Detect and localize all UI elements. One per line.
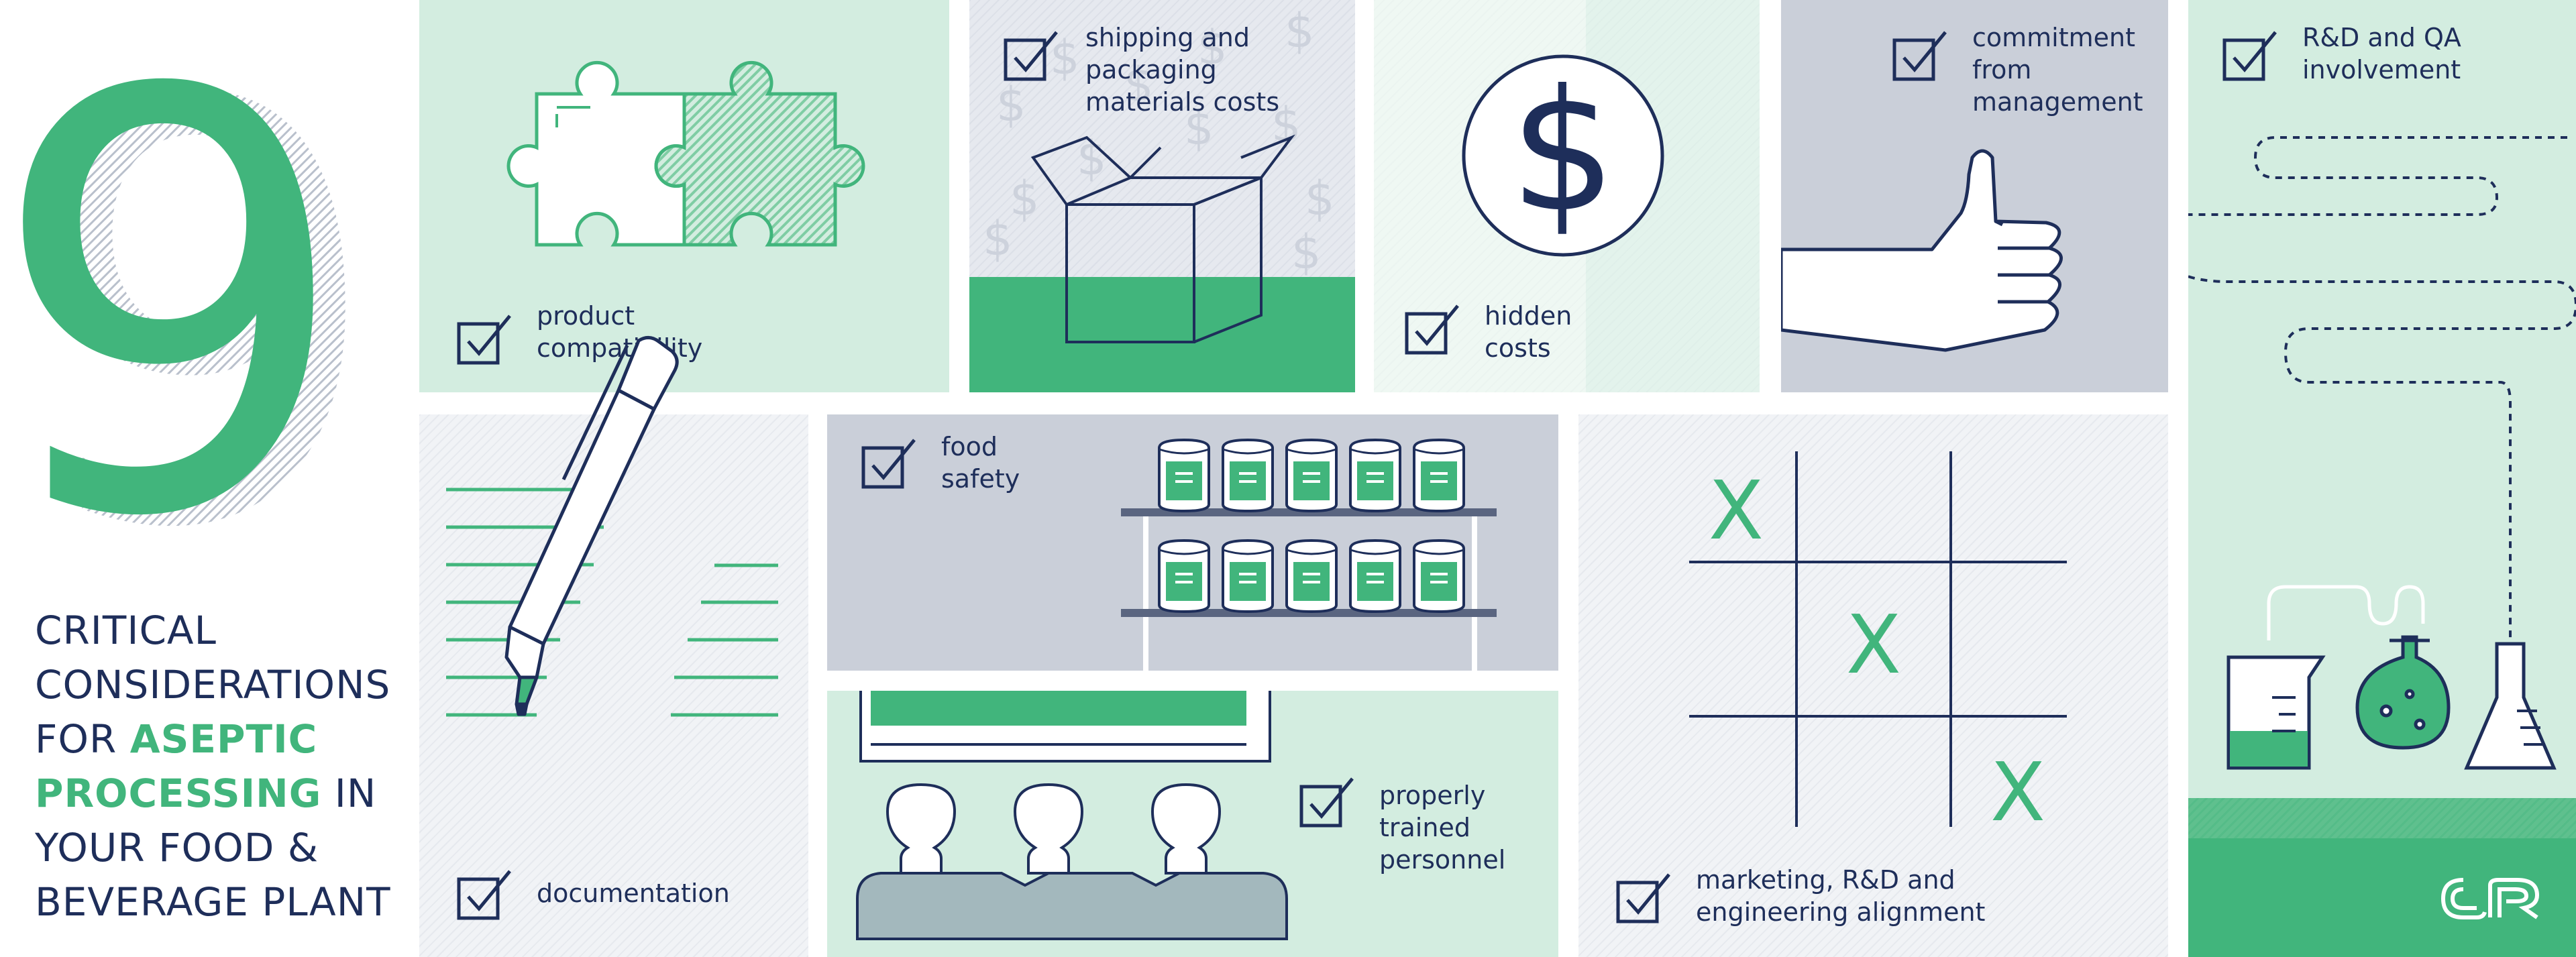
svg-text:$: $ [1509,54,1616,249]
can-icon [1285,438,1338,513]
label-documentation: documentation [537,879,730,908]
svg-text:$: $ [1010,171,1040,226]
svg-text:$: $ [1291,225,1322,280]
can-icon [1158,539,1210,614]
ttt-mark-3: X [1990,746,2045,840]
svg-text:$: $ [1197,20,1228,75]
dollar-icon: $ [1462,54,1664,257]
cans-shelf-icon [1121,438,1497,671]
tic-tac-toe-icon: X X X [1689,451,2067,840]
can-icon [1158,438,1210,513]
can-icon [1413,438,1465,513]
hero-number: 9 9 [0,0,402,537]
can-icon [1222,539,1274,614]
svg-text:$: $ [1050,30,1080,85]
hero-number-shadow: 9 [19,0,386,537]
crb-logo: crb [2440,878,2540,925]
svg-text:crb: crb [2493,923,2494,925]
tile-documentation [419,414,808,957]
svg-text:$: $ [996,77,1026,132]
lab-floor [2188,838,2576,957]
svg-text:$: $ [1285,3,1315,58]
puzzle-icon [506,60,865,247]
svg-text:$: $ [983,211,1013,266]
people-icon [856,691,1288,940]
svg-text:$: $ [1184,101,1214,156]
svg-text:$: $ [1124,57,1154,112]
dollar-pattern: $$$$ $$$$ $$$$ [983,3,1335,280]
box-icon [1030,134,1295,343]
lab-glassware-icon [2188,136,2576,770]
can-icon [1349,539,1401,614]
shipping-floor [969,277,1355,392]
can-icon [1222,438,1274,513]
can-icon [1285,539,1338,614]
lab-floor-stripe [2188,798,2576,838]
hero-number-digit: 9 [0,0,354,537]
ttt-mark-1: X [1709,465,1764,558]
svg-text:$: $ [1305,171,1335,226]
pen-icon [504,336,679,716]
can-icon [1349,438,1401,513]
ttt-mark-2: X [1846,599,1901,692]
thumbs-up-icon [1781,149,2063,352]
can-icon [1413,539,1465,614]
page-title: CRITICAL CONSIDERATIONS FOR ASEPTIC PROC… [35,608,391,925]
